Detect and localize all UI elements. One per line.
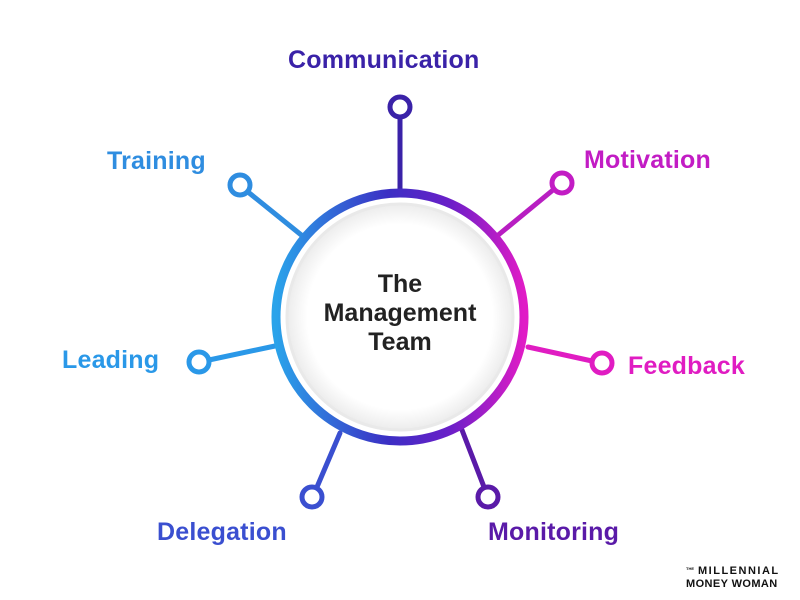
connector-feedback (525, 344, 595, 364)
logo-line1: MILLENNIAL (698, 565, 780, 577)
node-delegation (299, 484, 325, 510)
logo-line2: MONEY WOMAN (686, 578, 778, 590)
node-communication (387, 94, 413, 120)
connector-leading (206, 343, 278, 363)
center-title: The Management Team (285, 270, 515, 357)
node-motivation (549, 170, 575, 196)
node-leading (186, 349, 212, 375)
label-training: Training (107, 147, 206, 175)
center-title-line1: The (377, 270, 423, 298)
node-monitoring (475, 484, 501, 510)
logo-prefix: THE (686, 566, 694, 571)
center-inner-circle (285, 202, 515, 432)
center-title-line2: Management (323, 299, 477, 327)
connector-delegation (314, 430, 343, 490)
node-feedback (589, 350, 615, 376)
connector-motivation (494, 187, 556, 239)
label-feedback: Feedback (628, 352, 745, 380)
connector-training (245, 189, 308, 241)
label-monitoring: Monitoring (488, 518, 620, 546)
connector-monitoring (459, 427, 487, 490)
label-motivation: Motivation (584, 146, 711, 174)
label-delegation: Delegation (157, 518, 287, 546)
label-leading: Leading (62, 346, 160, 374)
label-communication: Communication (288, 46, 480, 74)
center-title-line3: Team (368, 328, 432, 356)
node-training (227, 172, 253, 198)
